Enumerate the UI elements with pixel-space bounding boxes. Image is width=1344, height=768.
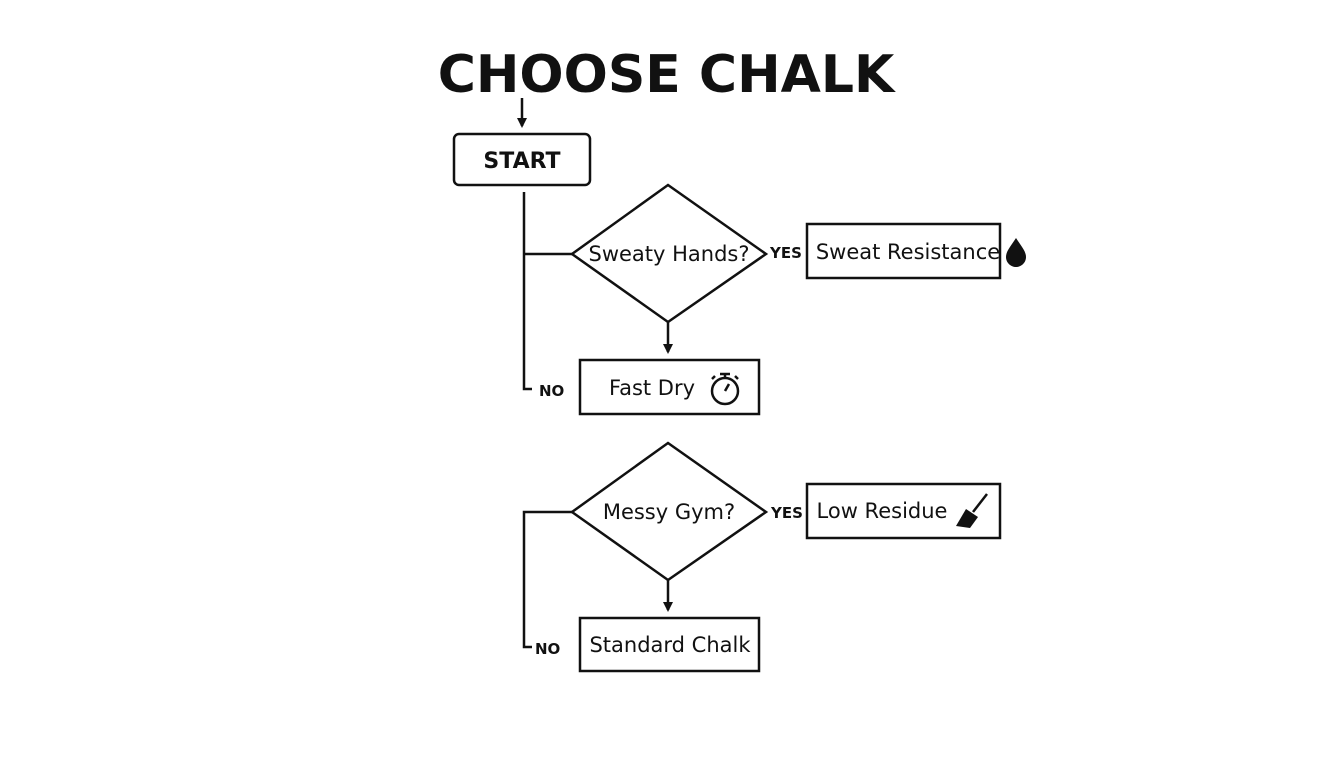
start-box [452, 132, 592, 187]
decision-messy-gym: Messy Gym? [569, 441, 769, 582]
messy-label: Messy Gym? [603, 500, 735, 524]
sweat-resistance-label: Sweat Resistance [816, 240, 1000, 264]
standard-chalk-node: Standard Chalk [578, 616, 761, 673]
fast-dry-node: Fast Dry [578, 358, 761, 416]
sweaty-label: Sweaty Hands? [588, 242, 749, 266]
stopwatch-icon [710, 372, 740, 406]
no-label-1: NO [539, 382, 564, 400]
fast-dry-label: Fast Dry [609, 376, 695, 400]
yes-label-2: YES [770, 504, 803, 522]
broom-icon [956, 493, 988, 528]
sweat-resistance-node: Sweat Resistance [805, 222, 1002, 280]
start-node: START [452, 132, 592, 187]
trunk-line-2 [522, 510, 572, 649]
low-residue-label: Low Residue [817, 499, 948, 523]
standard-chalk-box [578, 616, 761, 673]
start-label: START [483, 149, 560, 174]
trunk-line-1 [522, 192, 532, 391]
page-title: CHOOSE CHALK [438, 45, 896, 105]
standard-chalk-label: Standard Chalk [589, 633, 751, 657]
no-label-2: NO [535, 640, 560, 658]
decision-sweaty-hands: Sweaty Hands? [569, 183, 769, 324]
sweat-resistance-box [805, 222, 1002, 280]
fast-dry-box [578, 358, 761, 416]
low-residue-node: Low Residue [805, 482, 1002, 540]
water-drop-icon [1006, 238, 1026, 267]
yes-label-1: YES [769, 244, 802, 262]
